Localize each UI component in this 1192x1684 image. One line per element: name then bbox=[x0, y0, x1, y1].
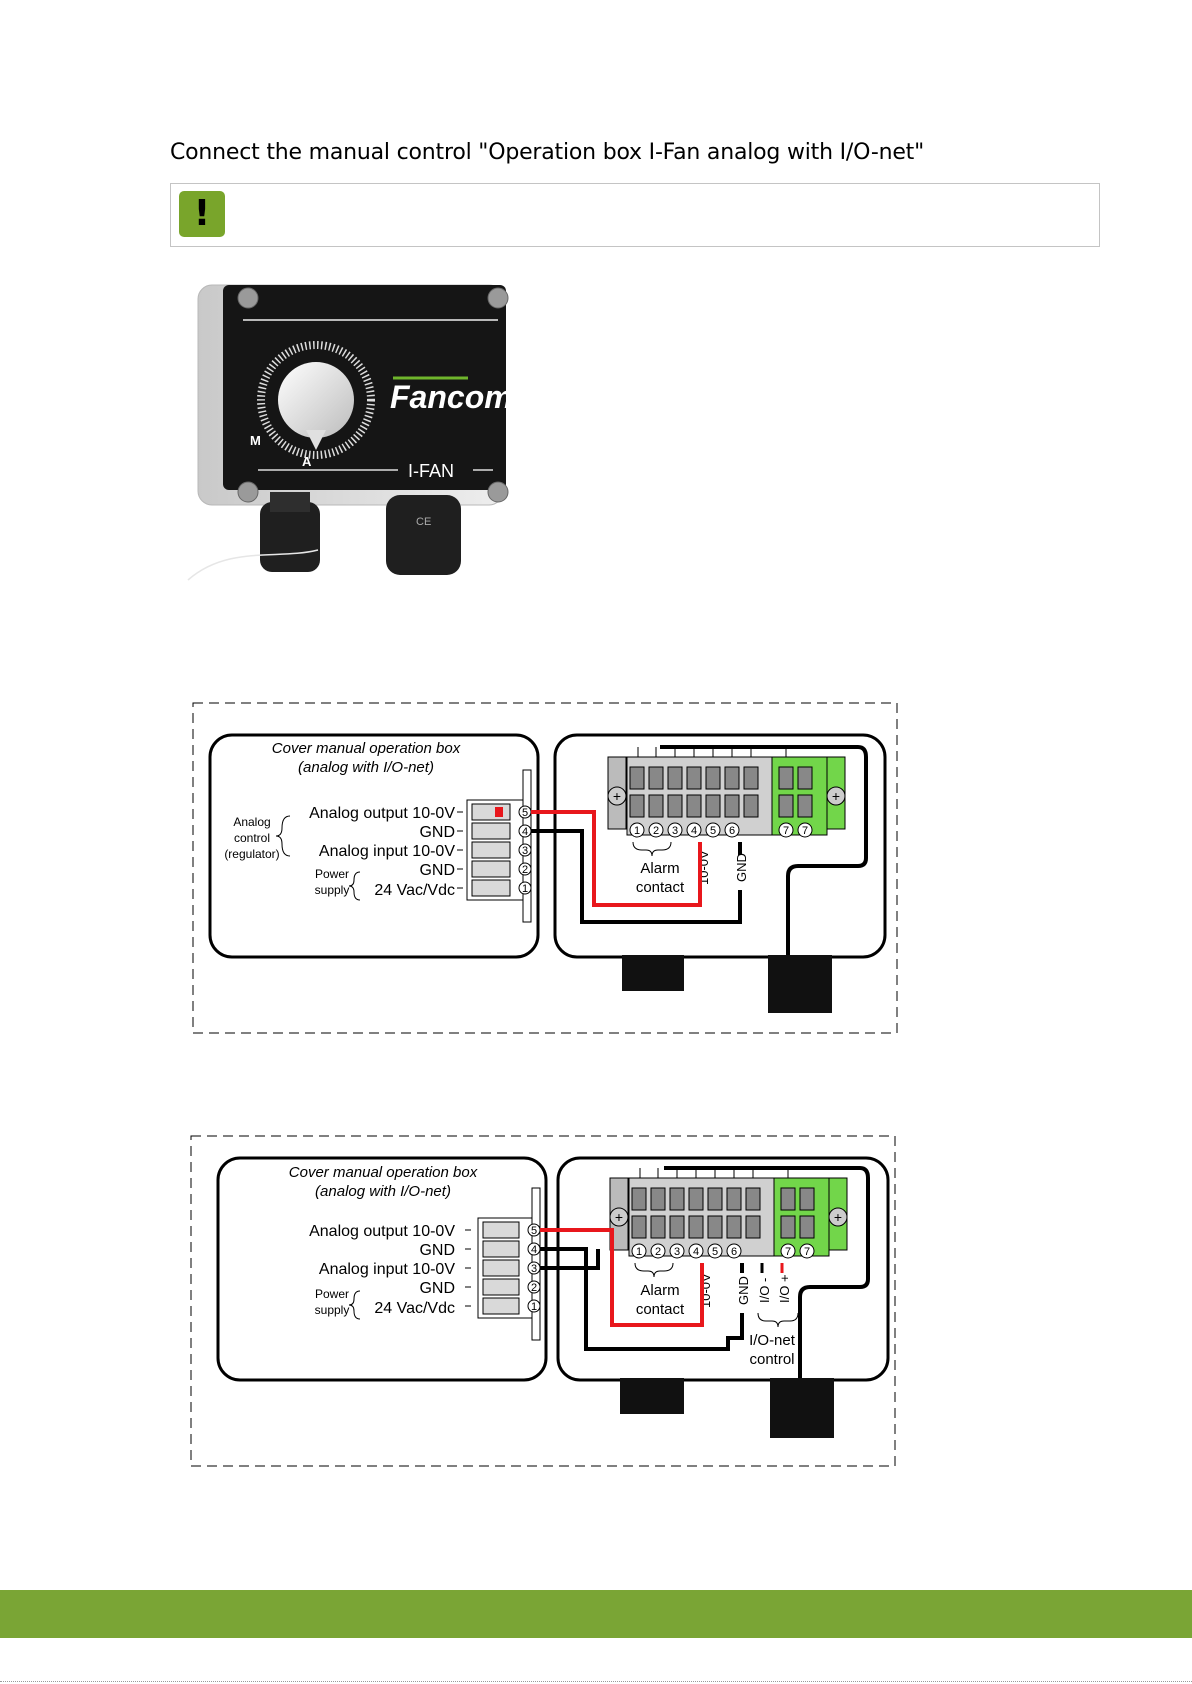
footer-divider bbox=[0, 1681, 1192, 1682]
label-gnd: GND bbox=[419, 824, 455, 841]
cover-terminal-1: 1 bbox=[522, 883, 528, 895]
plus-screw-icon: + bbox=[613, 788, 621, 804]
cover-terminal-1: 1 bbox=[531, 1301, 537, 1313]
cover-terminal-2: 2 bbox=[531, 1282, 537, 1294]
cover-title: Cover manual operation box bbox=[272, 740, 461, 757]
board-terminal-3: 3 bbox=[672, 825, 678, 837]
plus-screw-icon-right: + bbox=[834, 1209, 842, 1225]
board-terminal-6: 6 bbox=[729, 825, 735, 837]
board-terminal-4: 4 bbox=[691, 825, 697, 837]
group-power: Power bbox=[315, 1287, 349, 1301]
label-analog-output: Analog output 10-0V bbox=[309, 805, 455, 822]
cover-title: Cover manual operation box bbox=[289, 1164, 478, 1181]
model-label: I-FAN bbox=[408, 461, 454, 481]
operation-box-photo: M A Fancom I-FAN CE bbox=[187, 284, 513, 581]
brand-logo: Fancom bbox=[390, 379, 513, 415]
board-terminal-4: 4 bbox=[693, 1246, 699, 1258]
cover-subtitle: (analog with I/O-net) bbox=[298, 759, 434, 776]
board-terminal-1: 1 bbox=[634, 825, 640, 837]
footer-band bbox=[0, 1590, 1192, 1638]
board-terminal-7a: 7 bbox=[785, 1246, 791, 1258]
wiring-diagram-2: Cover manual operation box (analog with … bbox=[190, 1135, 896, 1467]
alarm-label-2: contact bbox=[636, 879, 685, 896]
alarm-label-2: contact bbox=[636, 1301, 685, 1318]
cover-subtitle: (analog with I/O-net) bbox=[315, 1183, 451, 1200]
label-analog-output: Analog output 10-0V bbox=[309, 1223, 455, 1240]
group-analog-2: control bbox=[234, 831, 270, 845]
knob-mark-a: A bbox=[302, 454, 312, 469]
ionet-label: I/O-net bbox=[749, 1332, 796, 1349]
wiring-diagram-1: Cover manual operation box (analog with … bbox=[192, 702, 898, 1034]
label-gnd: GND bbox=[419, 1242, 455, 1259]
board-terminal-5: 5 bbox=[712, 1246, 718, 1258]
cover-terminal-2: 2 bbox=[522, 864, 528, 876]
page-title: Connect the manual control "Operation bo… bbox=[170, 140, 925, 165]
cover-terminal-5: 5 bbox=[522, 807, 528, 819]
board-terminal-7b: 7 bbox=[802, 825, 808, 837]
cover-terminal-4: 4 bbox=[531, 1244, 537, 1256]
board-terminal-2: 2 bbox=[655, 1246, 661, 1258]
label-24v: 24 Vac/Vdc bbox=[374, 1300, 455, 1317]
wire-label-gnd: GND bbox=[736, 1276, 751, 1305]
group-power-2: supply bbox=[315, 883, 350, 897]
cover-terminal-4: 4 bbox=[522, 826, 528, 838]
cover-terminal-3: 3 bbox=[531, 1263, 537, 1275]
group-analog: Analog bbox=[233, 815, 270, 829]
board-terminal-2: 2 bbox=[653, 825, 659, 837]
ce-mark: CE bbox=[416, 516, 431, 528]
board-terminal-7a: 7 bbox=[783, 825, 789, 837]
group-analog-3: (regulator) bbox=[224, 847, 279, 861]
screw-icons bbox=[237, 287, 509, 503]
alarm-label: Alarm bbox=[640, 1282, 679, 1299]
plus-screw-icon: + bbox=[615, 1209, 623, 1225]
cover-terminal-3: 3 bbox=[522, 845, 528, 857]
knob bbox=[278, 362, 354, 438]
label-gnd-power: GND bbox=[419, 862, 455, 879]
plus-screw-icon-right: + bbox=[832, 788, 840, 804]
board-terminal-6: 6 bbox=[731, 1246, 737, 1258]
board-terminal-5: 5 bbox=[710, 825, 716, 837]
alarm-label: Alarm bbox=[640, 860, 679, 877]
board-terminal-7b: 7 bbox=[804, 1246, 810, 1258]
cover-terminal-5: 5 bbox=[531, 1225, 537, 1237]
label-analog-input: Analog input 10-0V bbox=[319, 843, 455, 860]
exclamation-icon: ! bbox=[179, 191, 225, 237]
group-power-2: supply bbox=[315, 1303, 350, 1317]
wire-label-io-plus: I/O + bbox=[777, 1274, 792, 1303]
group-power: Power bbox=[315, 867, 349, 881]
board-terminal-3: 3 bbox=[674, 1246, 680, 1258]
label-gnd-power: GND bbox=[419, 1280, 455, 1297]
wire-label-io-minus: I/O - bbox=[757, 1278, 772, 1303]
warning-box: ! bbox=[170, 183, 1100, 247]
label-analog-input: Analog input 10-0V bbox=[319, 1261, 455, 1278]
wire-label-gnd: GND bbox=[734, 853, 749, 882]
label-24v: 24 Vac/Vdc bbox=[374, 882, 455, 899]
knob-mark-m: M bbox=[250, 433, 261, 448]
ionet-label-2: control bbox=[749, 1351, 794, 1368]
board-terminal-1: 1 bbox=[636, 1246, 642, 1258]
